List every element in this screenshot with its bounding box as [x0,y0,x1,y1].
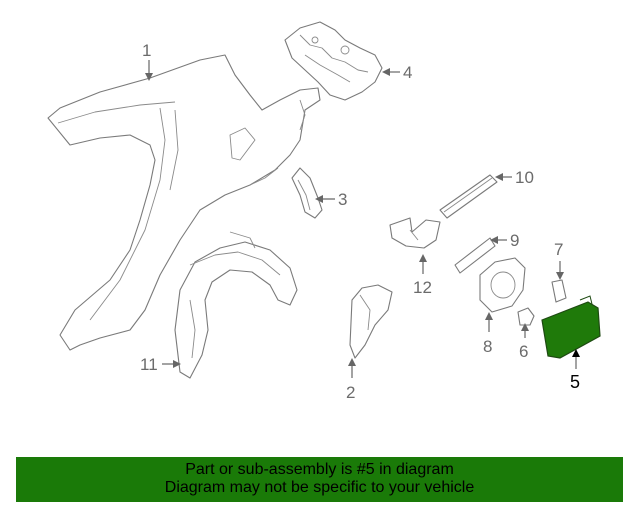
leader-lines [145,60,580,378]
part-11-wheelhouse-liner[interactable] [174,231,298,379]
callout-10: 10 [515,168,534,187]
part-10-strip[interactable] [439,174,498,219]
part-6-plug[interactable] [517,307,535,326]
banner-line-1: Part or sub-assembly is #5 in diagram [185,461,454,478]
callout-3: 3 [338,190,347,209]
callout-4: 4 [403,63,412,82]
callout-2: 2 [346,383,355,402]
banner-line-2: Diagram may not be specific to your vehi… [164,479,475,496]
callout-11: 11 [140,355,158,374]
part-7-clip[interactable] [551,279,567,303]
info-banner: Part or sub-assembly is #5 in diagram Di… [16,457,623,502]
part-2-shield[interactable] [349,284,393,359]
callout-9: 9 [510,231,519,250]
callout-8: 8 [483,337,492,356]
part-5-fuel-door[interactable] [541,295,601,359]
callout-12: 12 [413,278,432,297]
callout-1: 1 [142,41,151,60]
callout-labels: 1 2 3 4 5 6 7 8 9 10 11 12 [140,41,580,402]
part-9-strip[interactable] [454,237,496,274]
part-1-quarter-panel[interactable] [47,54,321,351]
part-12-bracket[interactable] [389,217,441,249]
callout-7: 7 [554,240,563,259]
part-3-bracket[interactable] [291,167,323,219]
part-4-inner-panel[interactable] [284,21,383,101]
part-8-filler-housing[interactable] [479,257,526,313]
callout-5: 5 [570,372,580,392]
callout-6: 6 [519,342,528,361]
